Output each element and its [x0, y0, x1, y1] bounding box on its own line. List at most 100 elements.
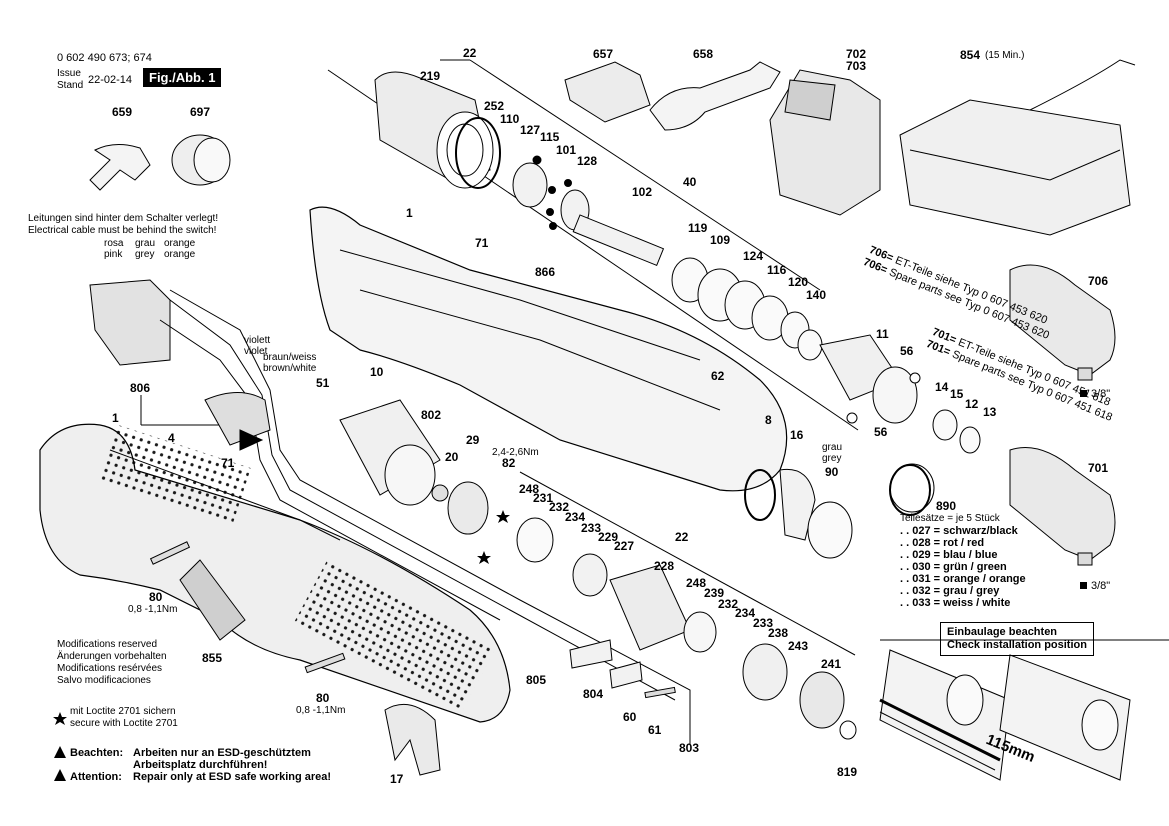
esd-label-de: Beachten: [70, 747, 124, 759]
part-label: 80 [316, 691, 330, 705]
grey-90: grey [822, 453, 842, 464]
install-de: Einbaulage beachten [947, 626, 1058, 638]
part-label: 116 [767, 263, 787, 277]
part-label: 119 [688, 221, 708, 235]
part-label: 228 [654, 559, 675, 573]
part-label: 706 [1088, 274, 1109, 288]
part-label: 140 [806, 288, 827, 302]
part-label: 697 [190, 105, 211, 119]
part-label: 15 [950, 387, 964, 401]
part-label: 71 [221, 456, 235, 470]
part-label: 248 [519, 482, 540, 496]
size-701: 3/8" [1091, 580, 1111, 592]
torque-80a: 0,8 -1,1Nm [128, 604, 178, 615]
part-label: 703 [846, 59, 867, 73]
head-parts [819, 334, 981, 454]
part-label: 80 [149, 590, 163, 604]
part-label: 231 [533, 491, 554, 505]
loctite-de: mit Loctite 2701 sichern [70, 706, 176, 717]
set-line: . . 031 = orange / orange [900, 573, 1026, 585]
part-label: 14 [935, 380, 949, 394]
mods-line: Modifications reserved [57, 639, 158, 650]
part-label: 805 [526, 673, 547, 687]
part-label: 804 [583, 687, 604, 701]
esd-text-de1: Arbeiten nur an ESD-geschütztem [133, 747, 311, 759]
part-label: 866 [535, 265, 556, 279]
part-label: 803 [679, 741, 700, 755]
part-label: 241 [821, 657, 842, 671]
part-label: 659 [112, 105, 133, 119]
part-label: 82 [502, 456, 516, 470]
loctite-en: secure with Loctite 2701 [70, 718, 178, 729]
part-label: 115 [540, 130, 560, 144]
mods-line: Änderungen vorbehalten [57, 651, 167, 662]
part-label: 234 [565, 510, 586, 524]
part-label: 11 [876, 327, 889, 341]
part-label: 1 [112, 411, 119, 425]
issue-label: Issue [57, 68, 81, 79]
issue-date: 22-02-14 [88, 74, 133, 86]
set-line: . . 029 = blau / blue [900, 549, 998, 561]
part-label: 109 [710, 233, 731, 247]
part-label: 702 [846, 47, 867, 61]
set-line: . . 030 = grün / green [900, 561, 1007, 573]
part-label: 658 [693, 47, 714, 61]
set-line: . . 032 = grau / grey [900, 585, 1000, 597]
part-label: 229 [598, 530, 619, 544]
part-label: 13 [983, 405, 997, 419]
switch-and-wires [89, 279, 691, 745]
set-line: . . 033 = weiss / white [900, 597, 1011, 609]
sets-title: Teilesätze = je 5 Stück [900, 513, 1000, 524]
cable-note-en: Electrical cable must be behind the swit… [28, 225, 217, 236]
part-label: 657 [593, 47, 614, 61]
torque-80b: 0,8 -1,1Nm [296, 705, 346, 716]
part-label: 16 [790, 428, 804, 442]
part-label: 128 [577, 154, 598, 168]
install-position-box: Einbaulage beachten Check installation p… [940, 622, 1094, 656]
part-label: 60 [623, 710, 637, 724]
wire-grau: grau [135, 238, 156, 249]
part-label: 101 [556, 143, 577, 157]
part-label: 12 [965, 397, 979, 411]
part-label: 248 [686, 576, 707, 590]
part-label: 1 [406, 206, 413, 220]
wire-violett: violett [244, 335, 271, 346]
part-label: 8 [765, 413, 772, 427]
part-label: 20 [445, 450, 459, 464]
mods-line: Salvo modificaciones [57, 675, 151, 686]
esd-text-en: Repair only at ESD safe working area! [133, 771, 332, 783]
rear-housing-219 [374, 71, 501, 189]
part-label: 22 [675, 530, 689, 544]
symbols [53, 390, 1087, 781]
wire-pink: pink [104, 249, 123, 260]
motor-802 [339, 399, 449, 506]
charger-time: (15 Min.) [985, 50, 1025, 61]
small-parts-659-697 [89, 134, 231, 191]
part-label: 56 [900, 344, 914, 358]
spring-stack [671, 257, 823, 361]
installation-detail [879, 639, 1169, 781]
screws-80 [149, 541, 346, 674]
lower-small-parts [384, 639, 676, 776]
figure-label: Fig./Abb. 1 [143, 68, 222, 87]
part-label: 124 [743, 249, 764, 263]
grau-90: grau [822, 442, 843, 453]
torque-82: 2,4-2,6Nm [492, 447, 539, 458]
cable-note-de: Leitungen sind hinter dem Schalter verle… [28, 213, 219, 224]
part-label: 51 [316, 376, 330, 390]
part-label: 252 [484, 99, 505, 113]
size-706: 3/8" [1091, 388, 1111, 400]
part-label: 120 [788, 275, 809, 289]
part-label: 90 [825, 465, 839, 479]
wire-rosa: rosa [104, 238, 124, 249]
part-label: 227 [614, 539, 635, 553]
wire-grey: grey [135, 249, 155, 260]
part-label: 10 [370, 365, 384, 379]
wire-braunweiss: braun/weiss [263, 352, 317, 363]
wire-violet: violet [244, 346, 268, 357]
part-label: 4 [168, 431, 175, 445]
stand-label: Stand [57, 80, 84, 91]
tool-housing-part-1 [39, 423, 511, 723]
part-number: 0 602 490 673; 674 [57, 52, 152, 64]
